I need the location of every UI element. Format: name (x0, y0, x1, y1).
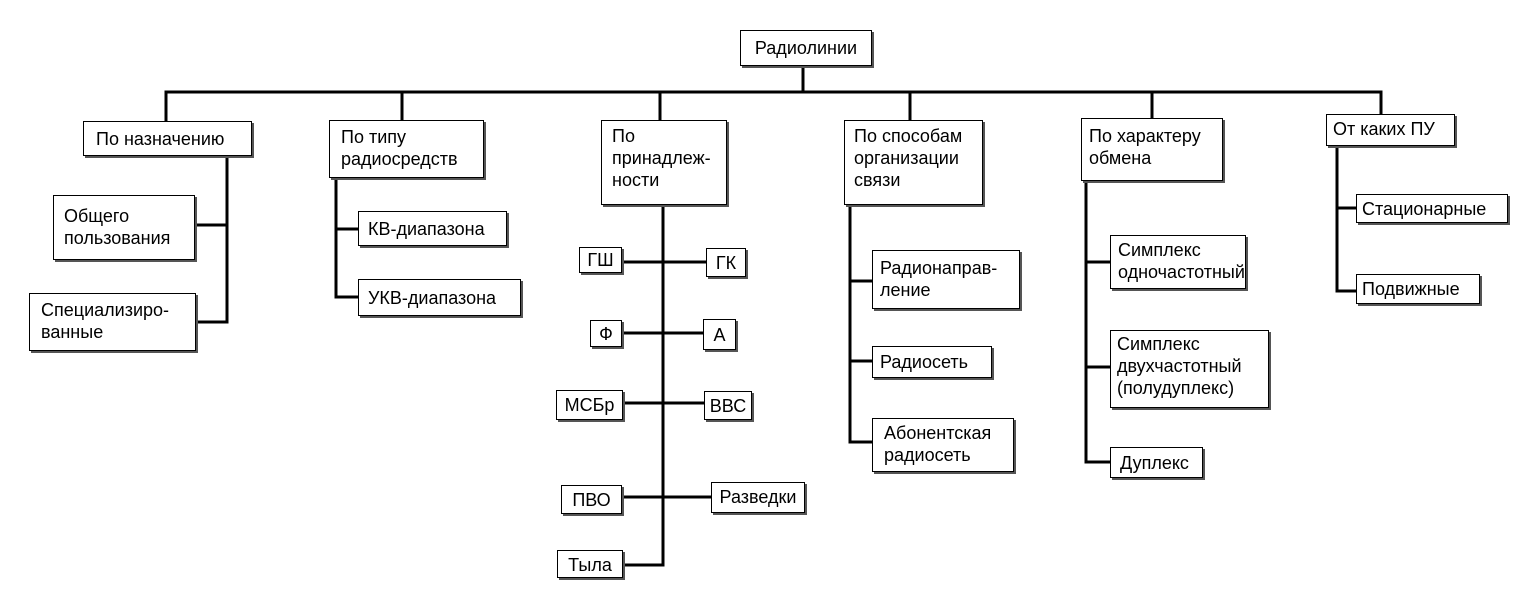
organization-direction: Радионаправ- ление (872, 250, 1020, 309)
exchange-simplex-single: Симплекс одночастотный (1110, 235, 1246, 289)
control-points-mobile: Подвижные (1356, 274, 1480, 304)
root-node: Радиолинии (740, 30, 872, 66)
affiliation-vvs: ВВС (704, 391, 752, 420)
radio-type-hf: КВ-диапазона (358, 211, 507, 246)
organization-subscriber-network: Абонентская радиосеть (872, 418, 1014, 472)
affiliation-tyla: Тыла (557, 550, 623, 578)
purpose-specialized: Специализиро- ванные (29, 293, 196, 351)
affiliation-pvo: ПВО (561, 485, 622, 514)
affiliation-gsh: ГШ (579, 247, 622, 273)
radio-type-vhf: УКВ-диапазона (358, 279, 521, 316)
purpose-general: Общего пользования (53, 195, 195, 260)
group-radio-type: По типу радиосредств (329, 120, 484, 178)
affiliation-gk: ГК (706, 248, 746, 277)
affiliation-f: Ф (590, 320, 622, 347)
exchange-simplex-dual: Симплекс двухчастотный (полудуплекс) (1110, 330, 1269, 408)
group-exchange: По характеру обмена (1081, 118, 1223, 181)
exchange-duplex: Дуплекс (1110, 447, 1203, 478)
group-affiliation: По принадлеж- ности (601, 120, 727, 205)
group-control-points: От каких ПУ (1326, 114, 1455, 146)
control-points-stationary: Стационарные (1356, 194, 1508, 223)
group-organization: По способам организации связи (844, 120, 983, 205)
affiliation-a: А (703, 319, 736, 350)
group-purpose: По назначению (83, 121, 252, 156)
affiliation-msbr: МСБр (556, 390, 623, 420)
organization-network: Радиосеть (872, 346, 992, 378)
affiliation-intelligence: Разведки (711, 482, 805, 513)
